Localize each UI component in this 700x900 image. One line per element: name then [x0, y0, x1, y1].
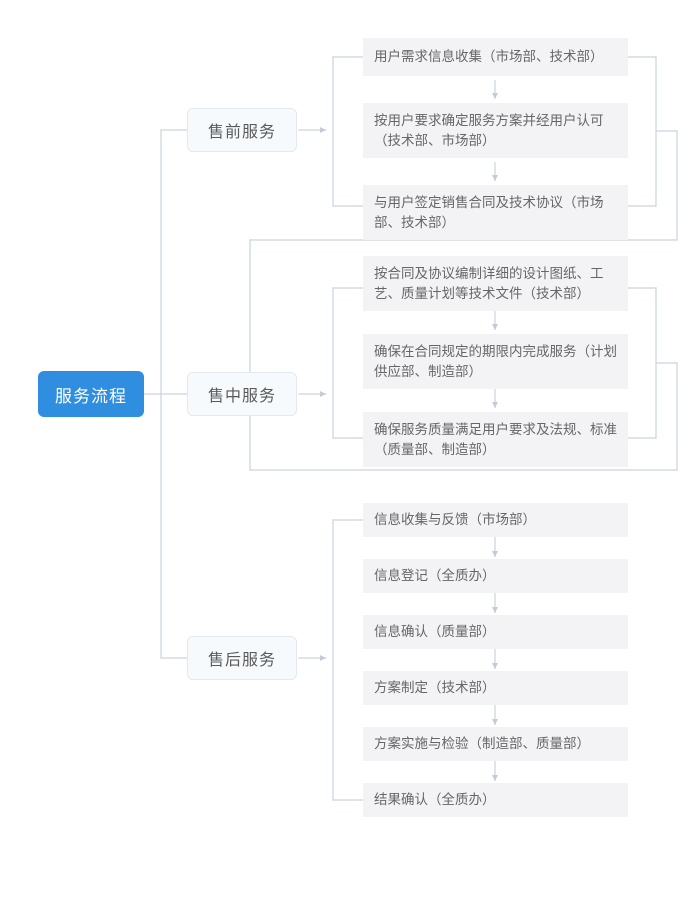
leaf-label: 方案实施与检验（制造部、质量部） — [374, 736, 590, 752]
leaf-node-after-sales-4[interactable]: 方案制定（技术部） — [363, 671, 628, 705]
leaf-label: 用户需求信息收集（市场部、技术部） — [374, 49, 604, 65]
branch-node-after-sales[interactable]: 售后服务 — [187, 636, 297, 680]
leaf-label: 确保在合同规定的期限内完成服务（计划供应部、制造部） — [374, 343, 617, 380]
leaf-node-pre-sales-1[interactable]: 用户需求信息收集（市场部、技术部） — [363, 38, 628, 76]
leaf-label: 按用户要求确定服务方案并经用户认可（技术部、市场部） — [374, 112, 604, 149]
leaf-node-after-sales-6[interactable]: 结果确认（全质办） — [363, 783, 628, 817]
leaf-label: 结果确认（全质办） — [374, 792, 496, 808]
leaf-label: 方案制定（技术部） — [374, 680, 496, 696]
leaf-node-after-sales-3[interactable]: 信息确认（质量部） — [363, 615, 628, 649]
leaf-node-after-sales-2[interactable]: 信息登记（全质办） — [363, 559, 628, 593]
leaf-label: 与用户签定销售合同及技术协议（市场部、技术部） — [374, 194, 604, 231]
leaf-node-after-sales-5[interactable]: 方案实施与检验（制造部、质量部） — [363, 727, 628, 761]
leaf-node-mid-sales-1[interactable]: 按合同及协议编制详细的设计图纸、工艺、质量计划等技术文件（技术部） — [363, 256, 628, 311]
branch-node-mid-sales[interactable]: 售中服务 — [187, 372, 297, 416]
leaf-node-pre-sales-3[interactable]: 与用户签定销售合同及技术协议（市场部、技术部） — [363, 185, 628, 240]
branch-node-pre-sales[interactable]: 售前服务 — [187, 108, 297, 152]
root-node-service-process[interactable]: 服务流程 — [38, 371, 144, 417]
leaf-label: 按合同及协议编制详细的设计图纸、工艺、质量计划等技术文件（技术部） — [374, 265, 604, 302]
leaf-node-mid-sales-3[interactable]: 确保服务质量满足用户要求及法规、标准（质量部、制造部） — [363, 412, 628, 467]
leaf-label: 信息确认（质量部） — [374, 624, 496, 640]
leaf-node-mid-sales-2[interactable]: 确保在合同规定的期限内完成服务（计划供应部、制造部） — [363, 334, 628, 389]
leaf-label: 信息收集与反馈（市场部） — [374, 512, 536, 528]
leaf-node-after-sales-1[interactable]: 信息收集与反馈（市场部） — [363, 503, 628, 537]
leaf-label: 确保服务质量满足用户要求及法规、标准（质量部、制造部） — [374, 421, 617, 458]
leaf-node-pre-sales-2[interactable]: 按用户要求确定服务方案并经用户认可（技术部、市场部） — [363, 103, 628, 158]
leaf-label: 信息登记（全质办） — [374, 568, 496, 584]
